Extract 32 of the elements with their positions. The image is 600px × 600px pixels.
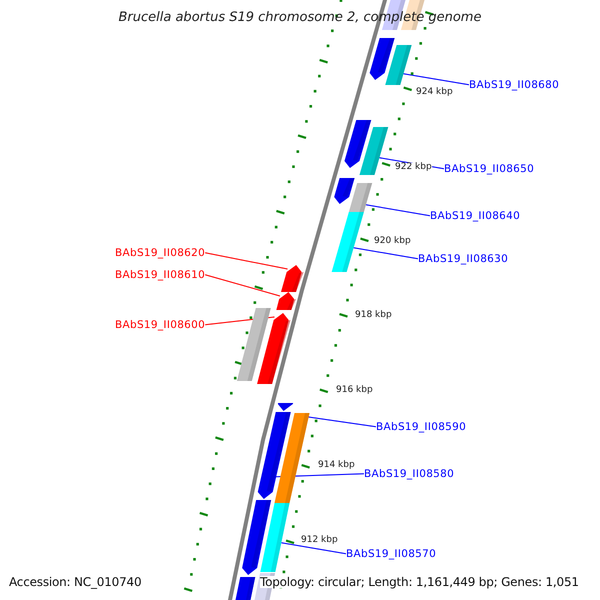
accession-text: Accession: NC_010740 <box>9 576 142 588</box>
leader-line <box>365 204 430 216</box>
leader-line <box>308 416 376 428</box>
gene-feature <box>274 413 310 503</box>
gene-feature <box>332 212 364 272</box>
tick-label: 916 kbp <box>336 386 373 394</box>
gene-label: BAbS19_II08630 <box>418 254 508 264</box>
leader-line <box>204 274 280 296</box>
gene-feature <box>359 127 388 175</box>
gene-label: BAbS19_II08680 <box>469 80 560 90</box>
leader-line <box>402 73 470 86</box>
gene-label: BAbS19_II08640 <box>430 210 520 221</box>
tick-label: 920 kbp <box>374 236 411 246</box>
gene-label: BAbS19_II08570 <box>346 548 436 559</box>
gene-label: BAbS19_II08600 <box>115 320 206 330</box>
gene-feature <box>348 183 372 212</box>
gene-label: BAbS19_II08590 <box>376 422 466 432</box>
gene-label: BAbS19_II08620 <box>115 248 206 258</box>
gene-feature <box>258 412 291 499</box>
tick-label: 918 kbp <box>355 310 392 320</box>
gene-label: BAbS19_II08610 <box>115 270 206 280</box>
gene-feature <box>257 313 291 384</box>
topology-text: Topology: circular; Length: 1,161,449 bp; Genes: 1,051 <box>260 576 579 588</box>
gene-feature <box>385 45 412 85</box>
gene-label: BAbS19_II08650 <box>444 164 534 174</box>
leader-line <box>204 252 288 270</box>
leader-line <box>353 247 418 260</box>
gene-feature <box>260 503 290 572</box>
leader-line <box>280 542 346 554</box>
gene-label: BAbS19_II08580 <box>364 468 454 479</box>
gene-feature <box>280 265 304 292</box>
gene-feature <box>276 292 296 310</box>
